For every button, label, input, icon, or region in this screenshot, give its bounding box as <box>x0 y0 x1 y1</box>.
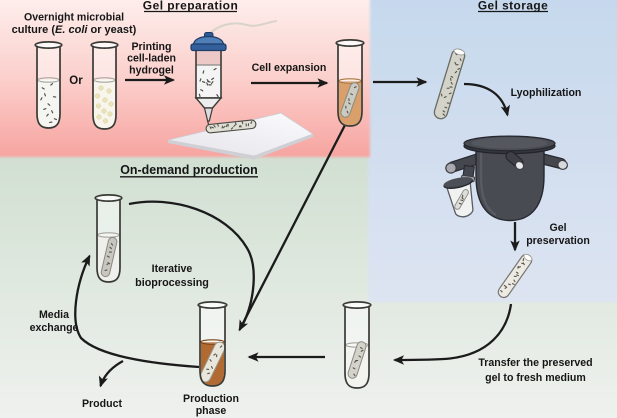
svg-text:cell-laden: cell-laden <box>127 53 176 65</box>
svg-text:Product: Product <box>82 398 122 410</box>
svg-text:Or: Or <box>69 75 83 87</box>
svg-text:gel to fresh medium: gel to fresh medium <box>485 372 586 384</box>
svg-text:exchange: exchange <box>30 322 79 334</box>
svg-text:preservation: preservation <box>526 235 590 247</box>
svg-text:Printing: Printing <box>131 41 171 53</box>
svg-text:Lyophilization: Lyophilization <box>511 87 582 99</box>
svg-text:Gel preparation: Gel preparation <box>143 0 238 13</box>
svg-text:Production: Production <box>183 393 239 405</box>
svg-text:Overnight microbial: Overnight microbial <box>24 12 124 24</box>
svg-text:Cell expansion: Cell expansion <box>252 62 327 74</box>
svg-text:phase: phase <box>196 405 227 417</box>
svg-text:Gel storage: Gel storage <box>478 0 548 13</box>
svg-text:Media: Media <box>39 309 69 321</box>
svg-text:Gel: Gel <box>549 222 566 234</box>
svg-text:bioprocessing: bioprocessing <box>135 277 209 289</box>
svg-text:culture (E. coli or yeast): culture (E. coli or yeast) <box>12 24 137 36</box>
svg-text:On-demand production: On-demand production <box>120 163 258 177</box>
svg-text:Transfer the preserved: Transfer the preserved <box>478 357 592 369</box>
svg-text:hydrogel: hydrogel <box>129 65 174 77</box>
svg-text:Iterative: Iterative <box>152 263 193 275</box>
